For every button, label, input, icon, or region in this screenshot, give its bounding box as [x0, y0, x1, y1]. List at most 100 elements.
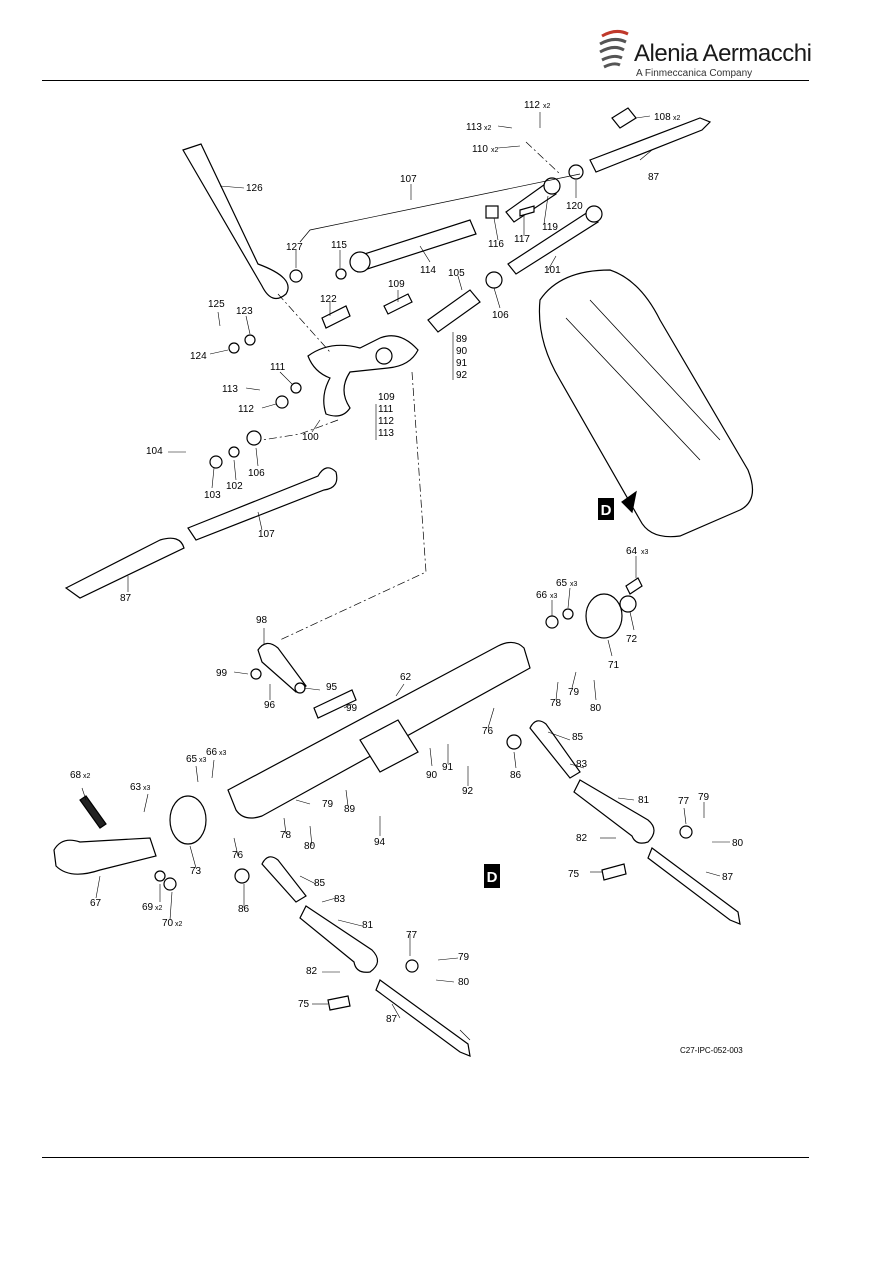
callout-87: 87: [722, 872, 734, 883]
bolt-122: [321, 305, 351, 329]
flange-73: [169, 795, 207, 845]
callout-109: 109: [388, 279, 405, 290]
diagram-drawing: [53, 107, 754, 1057]
rod-87-lower: [375, 979, 471, 1057]
brand-swoosh-icon: [599, 29, 629, 69]
callout-107: 107: [258, 529, 275, 540]
rod-87-right: [647, 847, 741, 925]
callout-90: 90: [426, 770, 438, 781]
callout-qty: x3: [199, 757, 207, 764]
callout-111: 111: [378, 404, 394, 415]
bolt-109: [383, 293, 413, 315]
callout-92: 92: [462, 786, 474, 797]
callout-81: 81: [362, 920, 374, 931]
callout-114: 114: [420, 265, 436, 276]
callout-113: 113: [378, 428, 394, 439]
bushing-120: [568, 164, 584, 180]
callout-80: 80: [732, 838, 744, 849]
callout-92: 92: [456, 370, 468, 381]
callout-71: 71: [608, 660, 620, 671]
callout-110: 110: [472, 144, 488, 155]
callout-115: 115: [331, 240, 347, 251]
callout-83: 83: [576, 759, 588, 770]
callout-79: 79: [458, 952, 470, 963]
callout-77: 77: [406, 930, 418, 941]
torque-tube-bracket: [359, 719, 419, 773]
nut-70: [163, 877, 177, 891]
callout-119: 119: [542, 222, 558, 233]
bearing-119: [543, 177, 561, 195]
callout-103: 103: [204, 490, 221, 501]
callout-123: 123: [236, 306, 253, 317]
callout-qty: x2: [175, 921, 183, 928]
callout-87: 87: [120, 593, 132, 604]
rod-114: [351, 219, 477, 273]
lever-67: [53, 837, 157, 875]
callout-86: 86: [238, 904, 250, 915]
callout-qty: x2: [673, 115, 681, 122]
callout-73: 73: [190, 866, 202, 877]
bearing-106-lower: [246, 430, 262, 446]
callout-91: 91: [442, 762, 454, 773]
callout-68: 68: [70, 770, 82, 781]
callout-65: 65: [556, 578, 568, 589]
callout-75: 75: [568, 869, 580, 880]
callout-79: 79: [568, 687, 580, 698]
callout-89: 89: [344, 804, 356, 815]
callout-126: 126: [246, 183, 263, 194]
callout-127: 127: [286, 242, 303, 253]
callout-82: 82: [306, 966, 318, 977]
callout-107: 107: [400, 174, 417, 185]
view-marker-label: D: [601, 502, 612, 519]
washer-77-right: [679, 825, 693, 839]
callout-99: 99: [346, 703, 358, 714]
washer-123: [244, 334, 256, 346]
callout-qty: x2: [543, 103, 551, 110]
callout-105: 105: [448, 268, 465, 279]
bellcrank-pivot: [375, 347, 393, 365]
brand-subtitle: A Finmeccanica Company: [636, 68, 753, 79]
callout-91: 91: [456, 358, 468, 369]
washer-124: [228, 342, 240, 354]
callout-63: 63: [130, 782, 142, 793]
callout-102: 102: [226, 481, 243, 492]
rod-101-end: [585, 205, 603, 223]
callout-112: 112: [378, 416, 394, 427]
rod-87-left: [64, 537, 185, 599]
callout-94: 94: [374, 837, 386, 848]
washer-111: [290, 382, 302, 394]
callout-124: 124: [190, 351, 207, 362]
callout-80: 80: [590, 703, 602, 714]
rod-107-lower: [187, 467, 338, 541]
view-marker-label: D: [487, 869, 498, 886]
callout-65: 65: [186, 754, 198, 765]
rod-end-85-left: [261, 856, 307, 903]
callout-70: 70: [162, 918, 174, 929]
callout-67: 67: [90, 898, 102, 909]
callout-108: 108: [654, 112, 671, 123]
nut-116: [485, 205, 499, 219]
callout-qty: x2: [83, 773, 91, 780]
callout-77: 77: [678, 796, 690, 807]
nut-115: [335, 268, 347, 280]
callout-79: 79: [698, 792, 710, 803]
callout-89: 89: [456, 334, 468, 345]
rod-87-upper: [589, 117, 712, 173]
callout-80: 80: [304, 841, 316, 852]
callout-111: 111: [270, 362, 286, 373]
rod-end-115: [349, 251, 371, 273]
callout-113: 113: [466, 122, 482, 133]
callout-qty: x3: [219, 750, 227, 757]
rod-end-119: [505, 181, 557, 223]
callout-101: 101: [544, 265, 561, 276]
callout-85: 85: [314, 878, 326, 889]
callout-112: 112: [238, 404, 254, 415]
bolt-108: [611, 107, 637, 129]
washer-69: [154, 870, 166, 882]
callout-76: 76: [482, 726, 494, 737]
bearing-86-right: [506, 734, 522, 750]
bearing-86-left: [234, 868, 250, 884]
callout-99: 99: [216, 668, 228, 679]
pin-68: [79, 795, 107, 829]
